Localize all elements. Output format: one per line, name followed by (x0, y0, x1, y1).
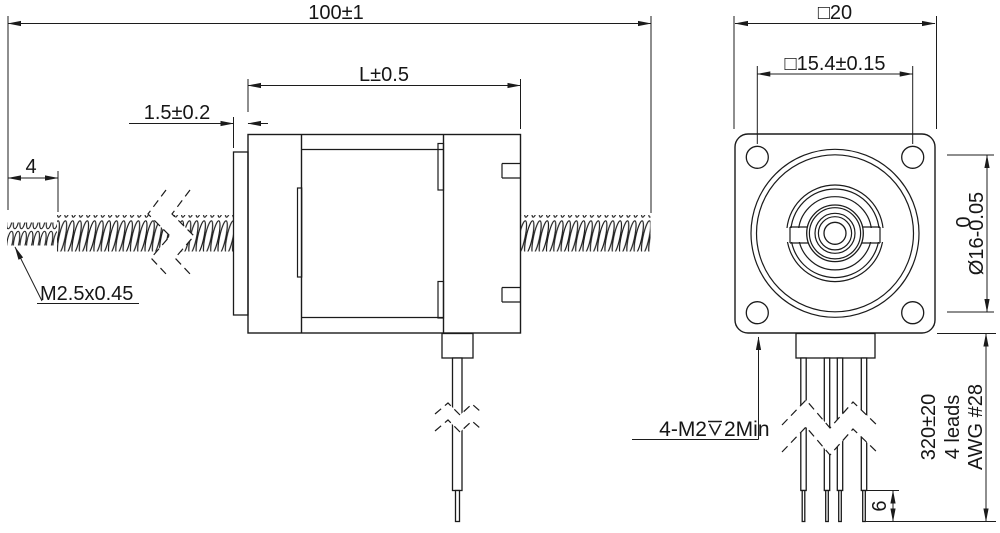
mount-hole-bottom-right (901, 301, 925, 325)
tip-thread-callout-label: M2.5x0.45 (40, 283, 133, 305)
shaft-circle (817, 216, 853, 251)
screw-tip-thread (7, 222, 57, 246)
shaft-collar-circle (814, 212, 856, 254)
lead-screw (7, 189, 651, 276)
lead-count-label: 4 leads (942, 395, 964, 460)
lamination-right-step-bottom (437, 280, 445, 319)
wire-4-stripped-tip (862, 489, 866, 523)
depth-symbol-icon (708, 420, 722, 437)
pilot-dia-label: Ø16-0.05 (966, 192, 988, 275)
overall-length-label: 100±1 (308, 2, 363, 24)
wire-gauge-label: AWG #28 (965, 384, 987, 470)
body-circle-outer (750, 148, 920, 318)
motor-housing-outline (247, 133, 522, 334)
screw-left-section (57, 215, 234, 252)
tip-length-label: 4 (25, 156, 36, 178)
motor-length-label: L±0.5 (359, 64, 409, 86)
side-wire-break-symbol (434, 402, 482, 433)
front-bearing-boss (232, 151, 249, 316)
flange-width-label: □20 (818, 2, 852, 24)
mount-hole-bottom-left (745, 301, 769, 325)
mounting-holes (745, 145, 925, 325)
front-view: □20 □15.4±0.15 Ø16-0.05 0 4-M2 2Min 320±… (632, 2, 996, 523)
mount-hole-top-left (745, 145, 769, 169)
side-wire-lead (434, 332, 482, 523)
side-view: 100±1 L±0.5 1.5±0.2 4 M2.5x0.45 (7, 2, 652, 523)
strip-length-label: 6 (869, 500, 891, 511)
screw-bore-circle (823, 221, 847, 245)
bearing-inner-circle (808, 207, 862, 260)
wire-exit-block (795, 332, 876, 359)
tap-callout-prefix-label: 4-M2 (659, 418, 707, 441)
side-wire-stripped-tip (454, 489, 461, 523)
screw-break-symbol (147, 189, 195, 276)
lamination-left-strip (296, 187, 303, 278)
mount-hole-top-right (901, 145, 925, 169)
tap-callout-suffix-label: 2Min (724, 418, 770, 441)
wire-3-stripped-tip (838, 489, 842, 523)
wire-1-stripped-tip (801, 489, 806, 523)
lamination-right-step-top (437, 142, 445, 191)
pilot-and-shaft-circles (750, 148, 920, 318)
hole-spacing-label: □15.4±0.15 (785, 53, 886, 75)
front-dimensions: □20 □15.4±0.15 Ø16-0.05 0 4-M2 2Min 320±… (632, 2, 996, 522)
wire-2-stripped-tip (825, 489, 829, 523)
lead-length-label: 320±20 (918, 394, 940, 461)
tip-thread-leader (14, 246, 43, 302)
motor-body-side (232, 133, 522, 334)
front-wire-leads (781, 332, 880, 523)
wire-break-symbol (781, 399, 880, 456)
pilot-dia-upper-tol-label: 0 (953, 216, 975, 227)
screw-right-section (520, 215, 651, 252)
side-dimensions: 100±1 L±0.5 1.5±0.2 4 M2.5x0.45 (7, 2, 652, 305)
pilot-circle (755, 154, 915, 313)
flange-offset-label: 1.5±0.2 (144, 102, 211, 124)
side-wire-exit-block (441, 332, 474, 359)
